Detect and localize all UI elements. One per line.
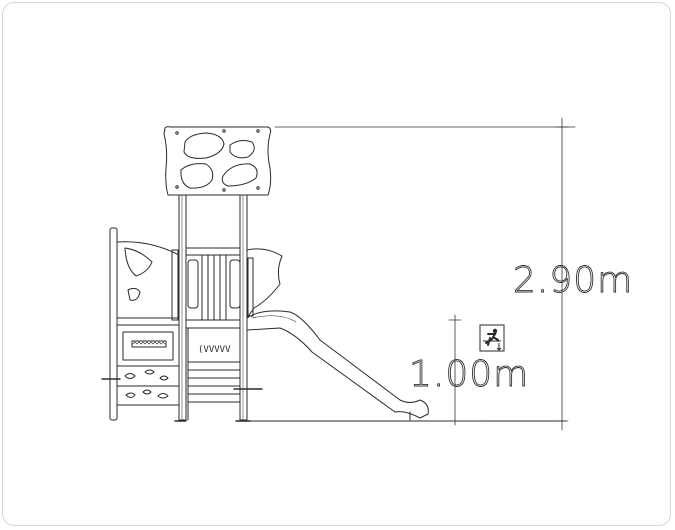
right-side-panel — [246, 248, 283, 319]
drawing-frame — [2, 2, 671, 526]
svg-text:(VVVVV: (VVVVV — [198, 345, 231, 355]
tower-center: (VVVVV — [185, 247, 241, 421]
dimension-total-height — [274, 117, 576, 431]
roof-panel — [163, 126, 272, 196]
roof-cutout — [183, 132, 225, 159]
footings — [101, 378, 263, 422]
left-side-panel — [116, 241, 180, 326]
fall-hazard-icon — [479, 324, 505, 352]
roof-cutout — [229, 140, 255, 159]
total-height-label: 2.90m — [513, 260, 633, 301]
roof-cutout — [221, 163, 258, 187]
dimension-fall-height — [429, 314, 481, 426]
fall-height-label: 1.00m — [409, 354, 529, 395]
left-climbing-wall — [116, 324, 180, 406]
slide — [246, 310, 429, 421]
roof-cutout — [180, 163, 214, 189]
